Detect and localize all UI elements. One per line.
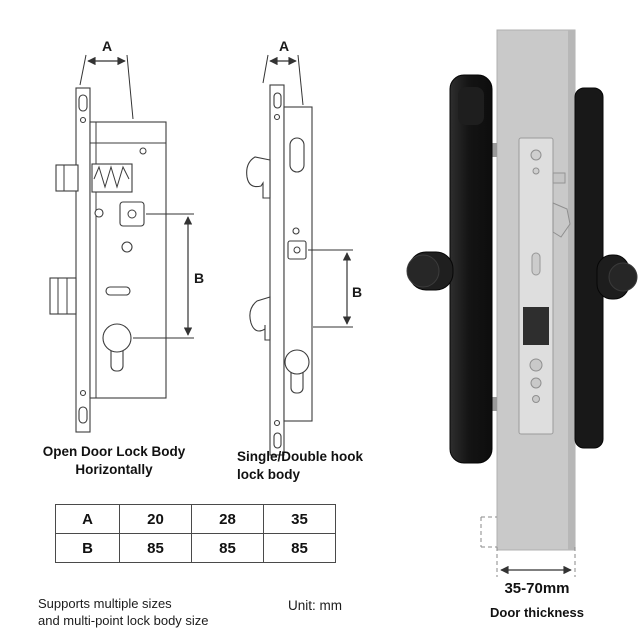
oval-slot xyxy=(289,137,305,173)
table-cell: 85 xyxy=(119,533,192,563)
euro-cylinder-hole xyxy=(284,349,310,394)
dimension-b: B xyxy=(308,249,362,328)
dimension-a: A xyxy=(262,38,304,106)
table-row: B 85 85 85 xyxy=(55,533,336,563)
euro-cylinder-hole xyxy=(102,323,132,372)
table-row-label: B xyxy=(55,533,120,563)
dimension-b-label: B xyxy=(352,284,362,300)
spindle-hole xyxy=(119,201,145,227)
door-thickness-labels: 35-70mm Door thickness xyxy=(453,580,621,620)
smart-lock-render xyxy=(406,29,638,577)
caption-line: Single/Double hook xyxy=(237,449,364,464)
dimension-a: A xyxy=(79,38,134,120)
fixing-rod-top xyxy=(492,143,497,157)
fixing-rod-bottom xyxy=(492,397,497,411)
spindle-hole xyxy=(287,240,307,260)
deadbolt xyxy=(49,277,77,315)
dimension-b-label: B xyxy=(194,270,204,286)
door-thickness-label: Door thickness xyxy=(490,605,584,620)
lock-case xyxy=(89,121,167,399)
cylinder-window xyxy=(523,307,549,345)
table-cell: 20 xyxy=(119,504,192,534)
table-row-label: A xyxy=(55,504,120,534)
door-thickness-dimension xyxy=(496,547,576,577)
front-escutcheon xyxy=(406,74,493,464)
supports-note: Supports multiple sizes and multi-point … xyxy=(38,595,209,629)
dimension-a-label: A xyxy=(279,38,289,54)
left-drawing-caption: Open Door Lock Body Horizontally xyxy=(40,443,188,479)
dimension-b: B xyxy=(133,213,204,339)
note-line: Supports multiple sizes xyxy=(38,596,172,611)
caption-line: Open Door Lock Body xyxy=(42,444,186,459)
hidden-edge xyxy=(480,516,497,548)
slot-hole xyxy=(105,286,131,296)
lock-faceplate xyxy=(269,84,285,456)
screw-hole xyxy=(94,208,104,218)
middle-drawing-caption: Single/Double hook lock body xyxy=(237,448,377,484)
lock-faceplate xyxy=(75,87,91,433)
door-slab xyxy=(496,29,576,551)
table-row: A 20 28 35 xyxy=(55,504,336,534)
hook-tip xyxy=(552,202,571,238)
lock-body-drawing-hook: A B xyxy=(246,38,362,456)
latch-tip xyxy=(552,172,566,184)
hook-bolt-bottom xyxy=(249,296,271,341)
table-cell: 85 xyxy=(263,533,336,563)
table-cell: 28 xyxy=(191,504,264,534)
note-line: and multi-point lock body size xyxy=(38,613,209,628)
rear-escutcheon xyxy=(574,87,638,449)
table-cell: 35 xyxy=(263,504,336,534)
fixing-hole xyxy=(121,241,133,253)
unit-note: Unit: mm xyxy=(288,598,342,613)
latch-bolt xyxy=(55,163,133,193)
table-cell: 85 xyxy=(191,533,264,563)
door-thickness-range: 35-70mm xyxy=(504,580,570,597)
lock-body-drawing-horizontal: A xyxy=(49,38,204,433)
caption-line: Horizontally xyxy=(75,462,153,477)
dimension-a-label: A xyxy=(102,38,112,54)
hook-bolt-top xyxy=(246,156,271,199)
caption-line: lock body xyxy=(237,467,301,482)
screw-hole xyxy=(292,227,300,235)
sensor-panel xyxy=(458,87,484,125)
mortise-lock-body xyxy=(518,137,571,435)
size-table: A 20 28 35 B 85 85 85 xyxy=(55,504,336,563)
